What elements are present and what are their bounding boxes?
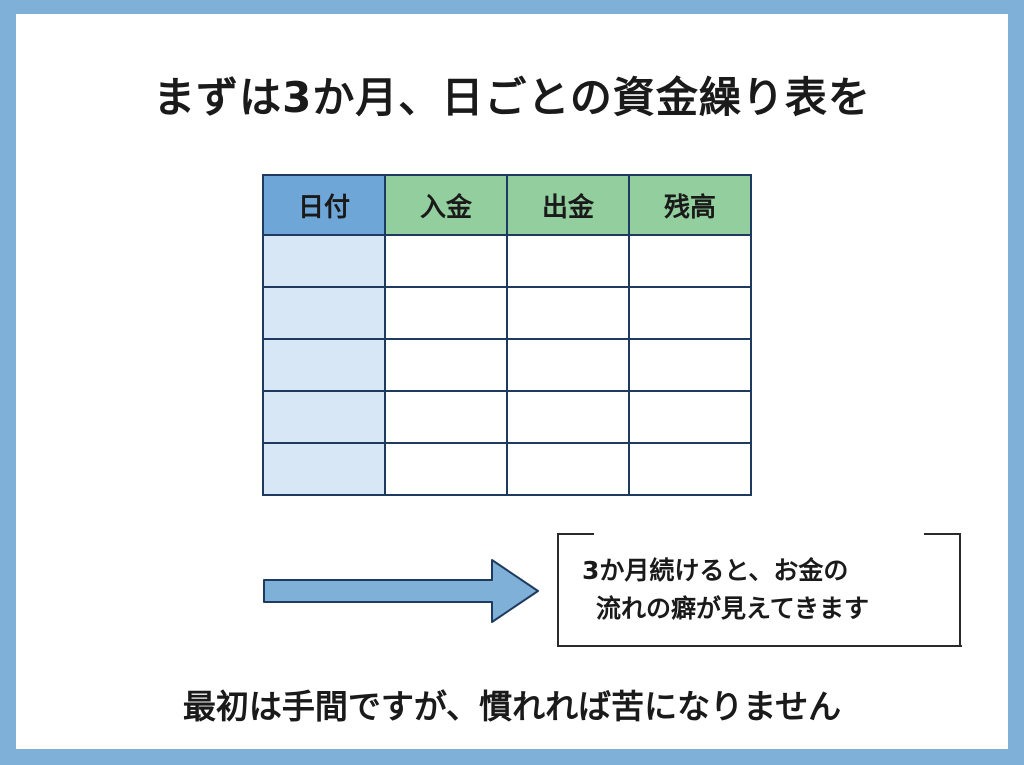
date-cell [262, 286, 386, 340]
date-cell [262, 338, 386, 392]
income-cell [384, 234, 508, 288]
header-date: 日付 [262, 174, 386, 236]
balance-cell [628, 390, 752, 444]
date-cell [262, 234, 386, 288]
date-cell [262, 442, 386, 496]
callout-line-2: 流れの癖が見えてきます [596, 594, 870, 623]
expense-cell [506, 442, 630, 496]
cash-flow-table: 日付 入金 出金 残高 [262, 174, 752, 496]
balance-cell [628, 442, 752, 496]
right-arrow-icon [263, 559, 539, 623]
callout-bracket-frame [557, 533, 962, 647]
callout-line-1: 3か月続けると、お金の [582, 556, 849, 585]
table-header-row: 日付 入金 出金 残高 [262, 174, 752, 236]
date-cell [262, 390, 386, 444]
income-cell [384, 442, 508, 496]
income-cell [384, 390, 508, 444]
expense-cell [506, 286, 630, 340]
footer-message: 最初は手間ですが、慣れれば苦になりません [182, 687, 842, 726]
slide-title: まずは3か月、日ごとの資金繰り表を [153, 73, 871, 122]
balance-cell [628, 338, 752, 392]
header-income: 入金 [384, 174, 508, 236]
table-row [262, 234, 752, 288]
expense-cell [506, 234, 630, 288]
income-cell [384, 286, 508, 340]
expense-cell [506, 338, 630, 392]
balance-cell [628, 286, 752, 340]
balance-cell [628, 234, 752, 288]
header-expense: 出金 [506, 174, 630, 236]
callout-text: 3か月続けると、お金の 流れの癖が見えてきます [556, 552, 962, 628]
expense-cell [506, 390, 630, 444]
income-cell [384, 338, 508, 392]
header-balance: 残高 [628, 174, 752, 236]
table-row [262, 442, 752, 496]
table-row [262, 338, 752, 392]
table-row [262, 286, 752, 340]
table-row [262, 390, 752, 444]
